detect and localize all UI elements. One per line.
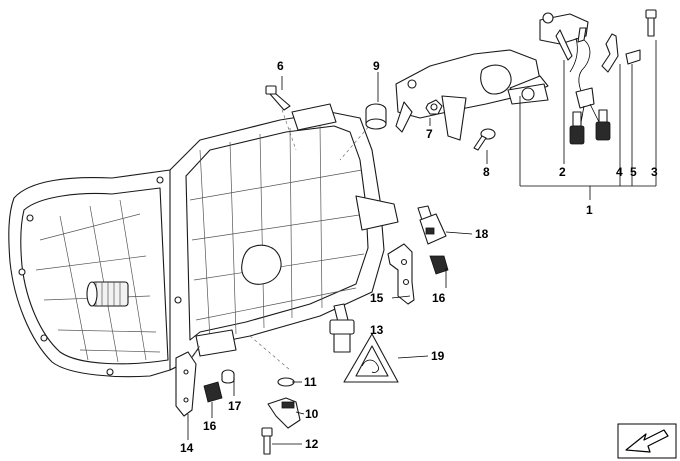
sensor-part-10 [267, 397, 301, 429]
callout-19: 19 [431, 349, 445, 363]
callout-10: 10 [305, 407, 319, 421]
o-ring-part [277, 377, 295, 387]
connector-part-16 [429, 255, 449, 275]
callout-18: 18 [475, 227, 489, 241]
callout-6: 6 [277, 59, 284, 73]
callout-7: 7 [426, 127, 433, 141]
sensor-part-18 [417, 205, 447, 245]
callout-15: 15 [370, 291, 384, 305]
bracket-part [601, 33, 619, 73]
callout-17: 17 [228, 399, 242, 413]
callout-16-lower: 16 [203, 419, 217, 433]
clip-part [625, 49, 641, 65]
callout-16-upper: 16 [432, 291, 446, 305]
callout-labels: 6 9 7 8 2 4 5 3 1 18 15 16 13 19 11 17 1… [180, 59, 658, 455]
callout-1: 1 [586, 203, 593, 217]
callout-8: 8 [483, 165, 490, 179]
callout-13: 13 [370, 323, 384, 337]
callout-11: 11 [304, 375, 317, 389]
bolt-part-3 [645, 9, 657, 37]
transmission-housing [8, 103, 399, 378]
plug-part [221, 369, 235, 384]
bolt-part-6 [265, 85, 291, 111]
bolt-part-12 [261, 427, 273, 455]
wiring-harness [569, 37, 611, 145]
bracket-part-14 [175, 351, 197, 417]
callout-4: 4 [616, 165, 623, 179]
bracket-part-15 [387, 243, 415, 305]
gearshift-module [395, 12, 589, 141]
bolt-part-8 [473, 128, 496, 151]
callout-2: 2 [559, 165, 566, 179]
callout-3: 3 [651, 165, 658, 179]
warning-triangle-icon [343, 333, 399, 383]
callout-5: 5 [630, 165, 637, 179]
connector-part-16-lower [203, 381, 223, 403]
leader-lines [187, 40, 657, 445]
bushing-part [365, 103, 387, 130]
callout-9: 9 [373, 59, 380, 73]
sensor-part-13 [329, 303, 355, 353]
callout-14: 14 [180, 441, 194, 455]
navigation-arrow-icon[interactable] [617, 423, 677, 459]
callout-12: 12 [305, 437, 319, 451]
